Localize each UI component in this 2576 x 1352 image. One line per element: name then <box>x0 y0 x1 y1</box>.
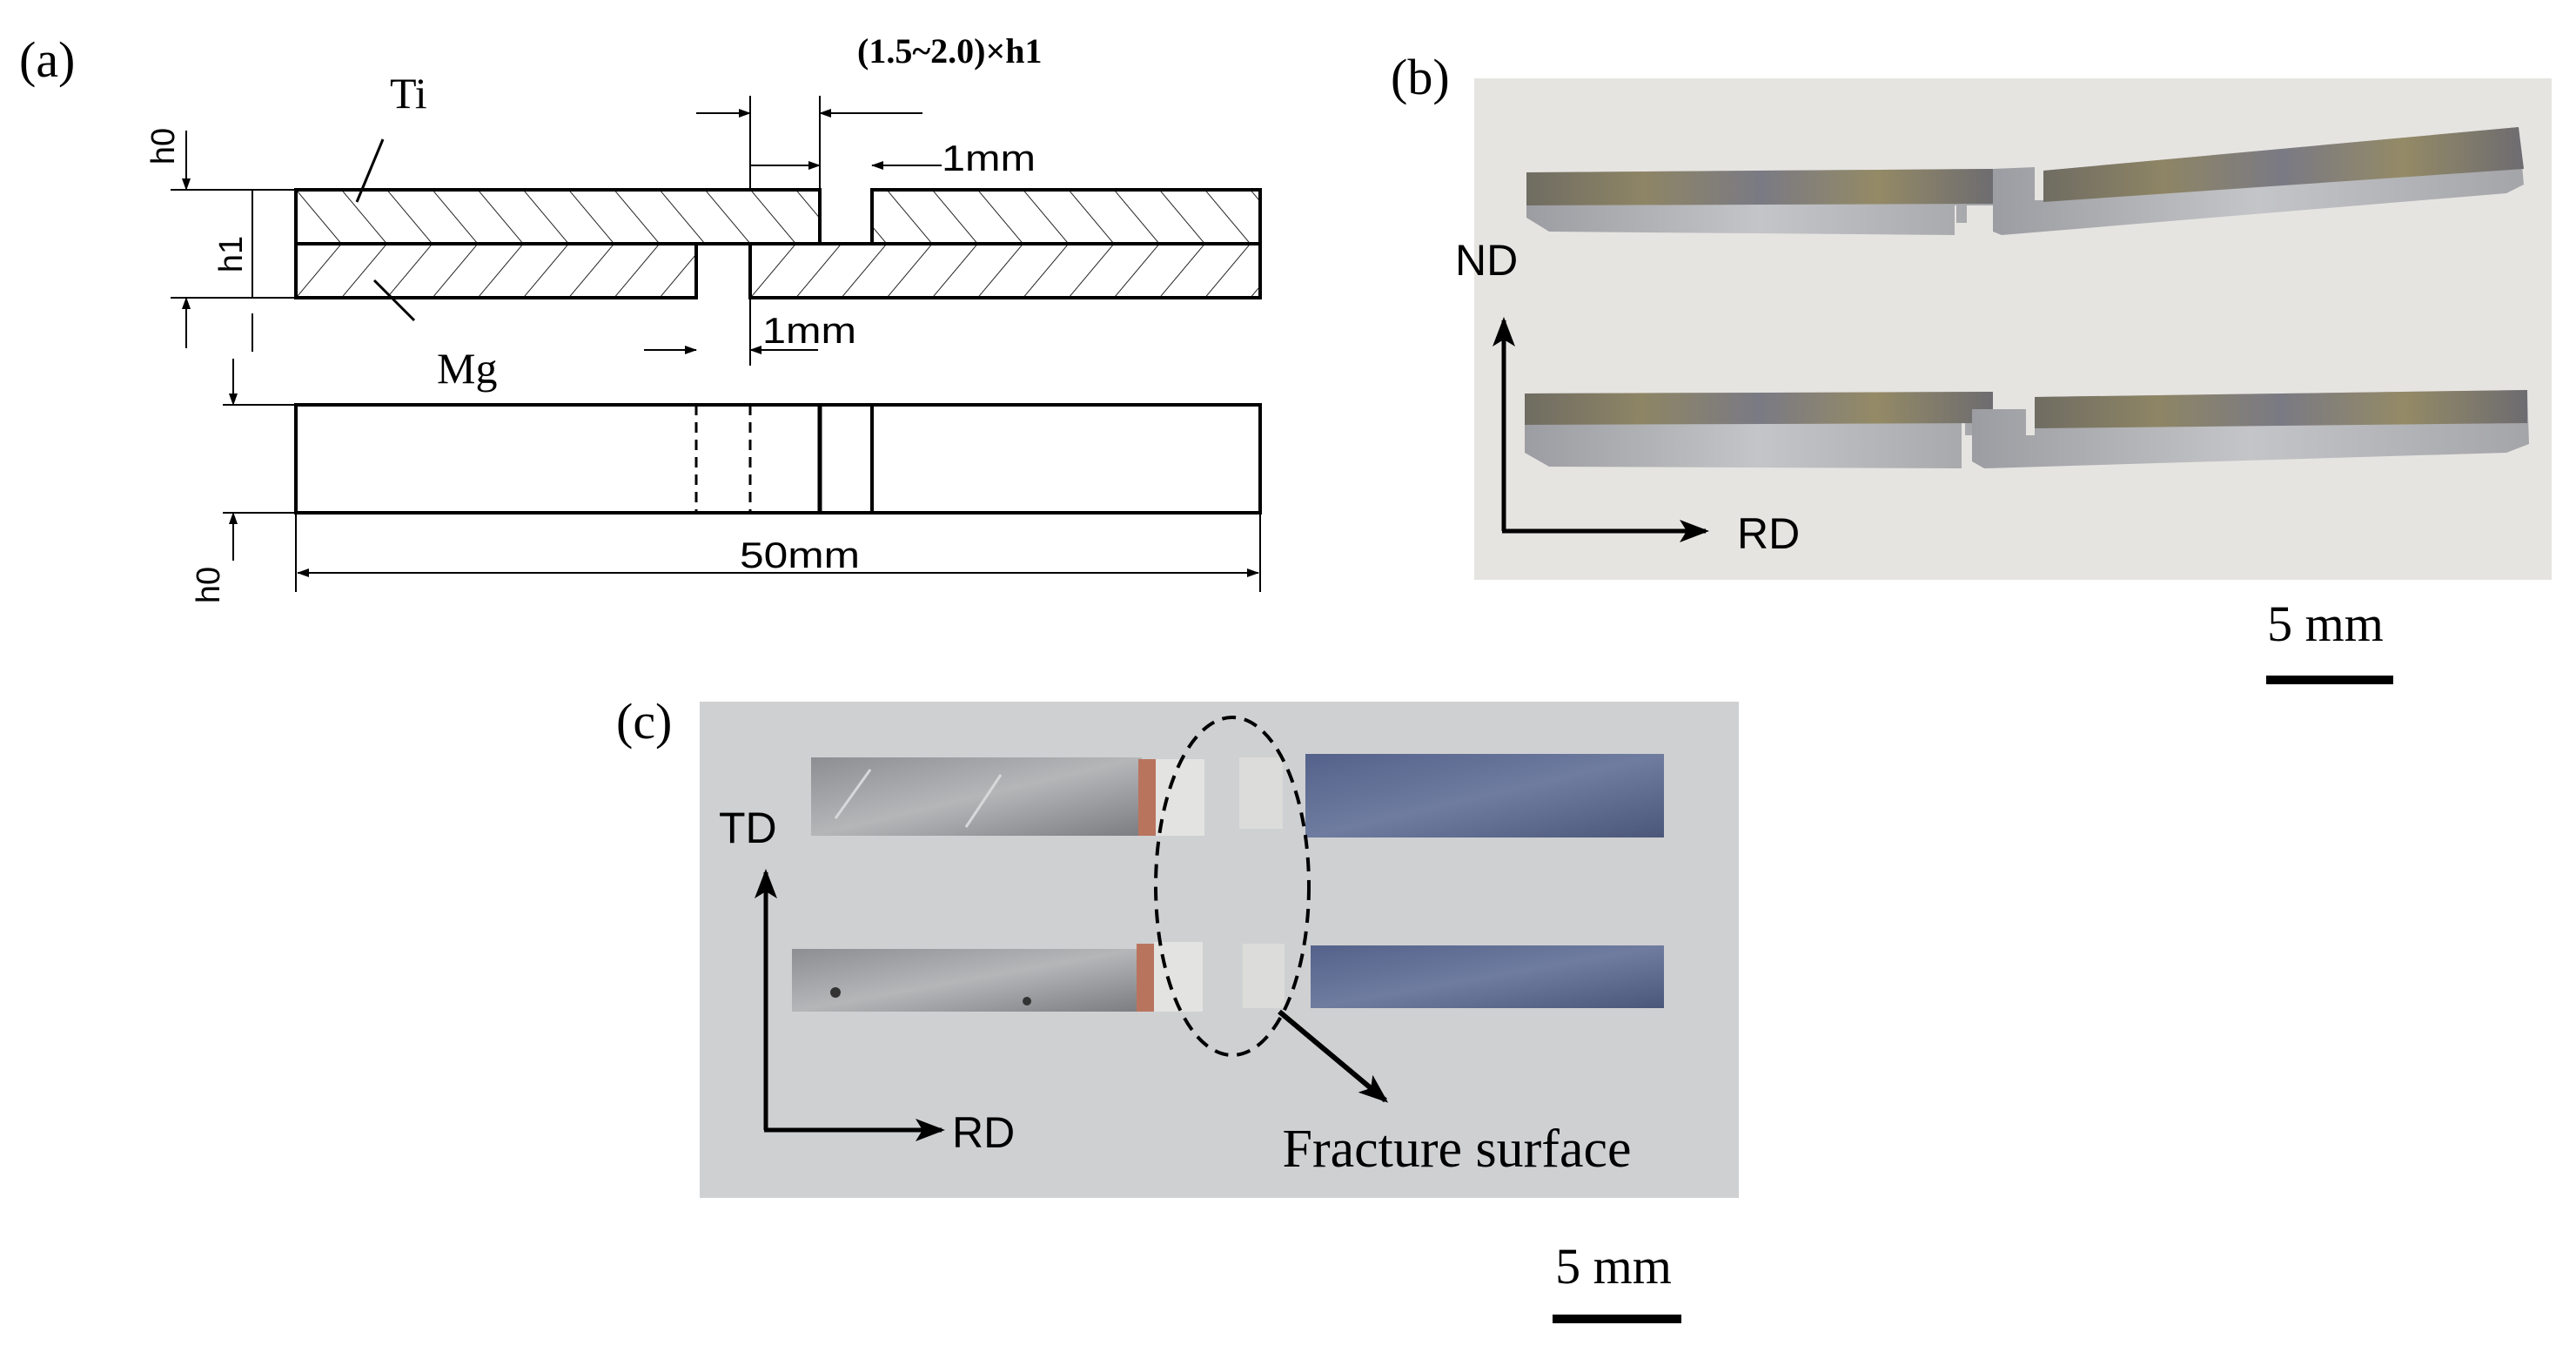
scale-bar-label-b: 5 mm <box>2267 595 2384 652</box>
h1-label: h1 <box>213 236 250 272</box>
top-notch-depth-label: 1mm <box>942 138 1036 178</box>
fracture-surface-label: Fracture surface <box>1282 1120 1631 1179</box>
length-label: 50mm <box>740 535 860 575</box>
td-axis-label: TD <box>719 804 777 852</box>
panel-c-label: (c) <box>616 693 672 750</box>
side-view-plate <box>294 403 1262 515</box>
scale-bar-b <box>2266 676 2393 684</box>
h0-bottom-label: h0 <box>191 567 227 603</box>
panel-b: (b) ND RD 5 mm <box>1391 49 2552 684</box>
ti-label: Ti <box>390 69 427 118</box>
notch-width-formula: (1.5~2.0)×h1 <box>857 31 1042 71</box>
scale-bar-label-c: 5 mm <box>1555 1238 1672 1295</box>
panel-a: (a) Ti Mg (1.5~2.0)×h1 1mm 1mm h0 h1 <box>19 31 1262 603</box>
panel-a-label: (a) <box>19 31 75 88</box>
specimen-b-lower <box>1525 390 2529 468</box>
specimen-b-upper <box>1526 127 2524 235</box>
fracture-surface-arrow <box>1278 1009 1389 1103</box>
ti-layer <box>294 188 1262 246</box>
mg-label: Mg <box>437 344 497 393</box>
fracture-region-ellipse <box>1154 716 1311 1057</box>
ti-leader-line <box>355 138 385 203</box>
mg-layer <box>294 242 1262 299</box>
specimen-c-upper <box>811 754 1664 837</box>
specimen-c-lower <box>792 942 1664 1012</box>
rd-axis-label-b: RD <box>1737 509 1800 558</box>
rd-axis-label-c: RD <box>952 1108 1015 1157</box>
mg-leader-line <box>372 279 416 322</box>
bottom-notch-depth-label: 1mm <box>762 310 856 351</box>
panel-b-label: (b) <box>1391 49 1450 105</box>
nd-axis-label: ND <box>1455 236 1518 285</box>
scale-bar-c <box>1553 1315 1681 1323</box>
h0-top-label: h0 <box>145 128 182 165</box>
panel-c: (c) Fracture surface TD <box>616 693 1739 1323</box>
